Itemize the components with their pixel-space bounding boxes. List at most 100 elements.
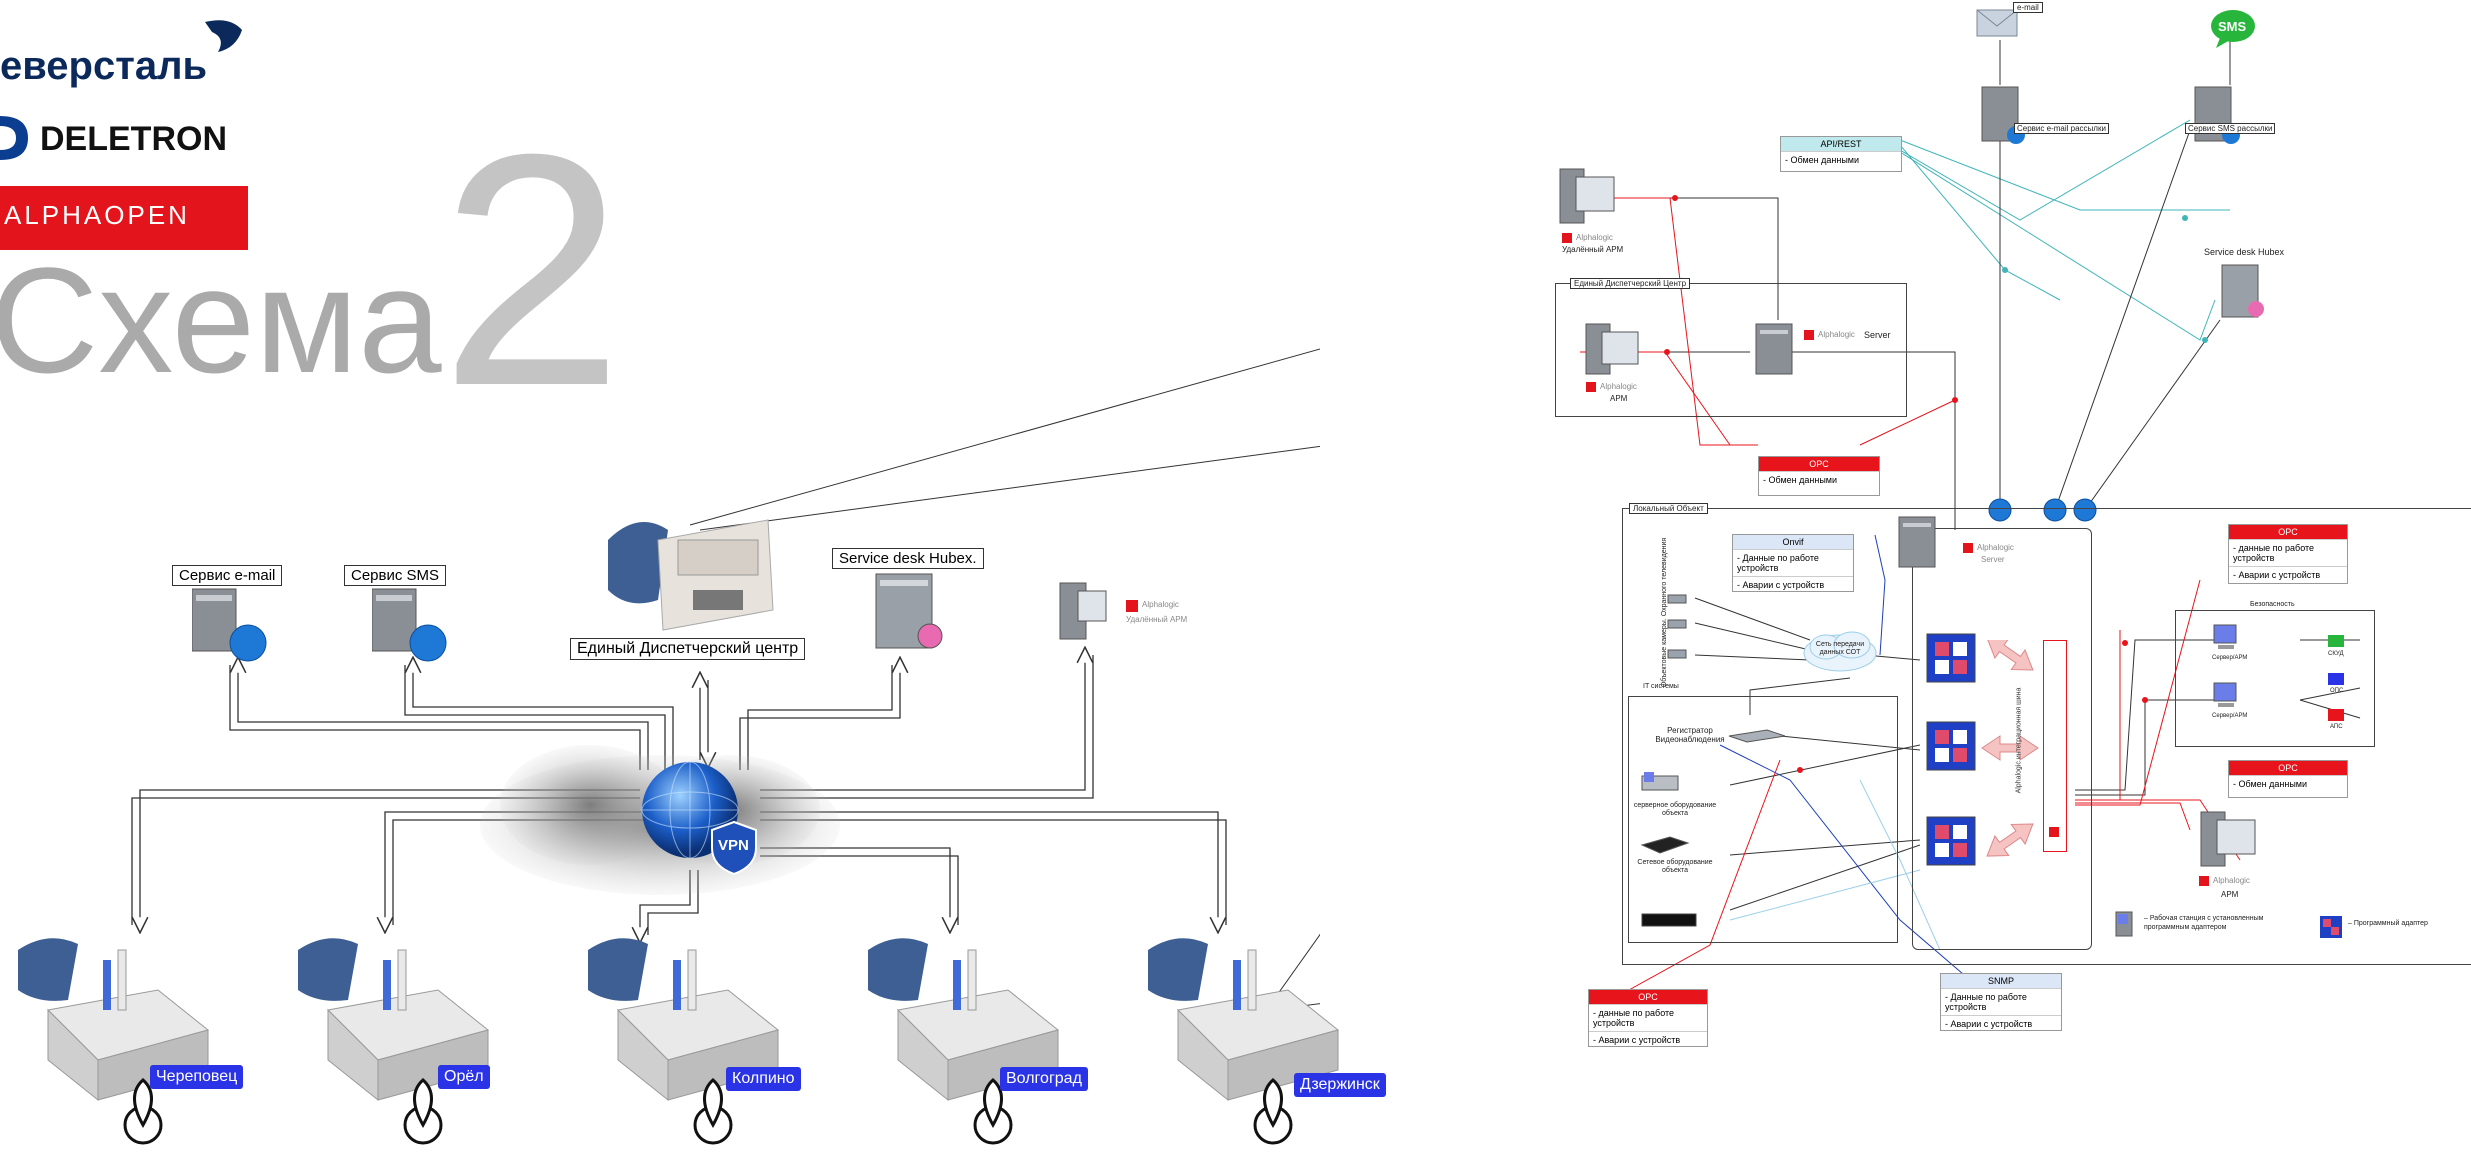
email-service-node: Сервис e-mail bbox=[172, 565, 292, 665]
opc-top-card: OPC - Обмен данными bbox=[1758, 456, 1880, 496]
right-remote-apm: Alphalogic Удалённый АРМ bbox=[1558, 165, 1668, 255]
server-icon bbox=[1898, 516, 1936, 568]
opc-bottom-row-2: - Аварии с устройств bbox=[1589, 1031, 1707, 1048]
left-remote-apm-brand: Alphalogic bbox=[1142, 600, 1179, 609]
edc-title: Единый Диспетчерский Центр bbox=[1570, 278, 1691, 289]
rack-device-icon bbox=[1641, 913, 1697, 927]
local-server-brand: Alphalogic bbox=[1977, 543, 2014, 552]
legend: – Рабочая станция с установленным програ… bbox=[2112, 910, 2467, 955]
opc-right-top-card: OPC - данные по работе устройств - Авари… bbox=[2228, 524, 2348, 584]
title-number: 2 bbox=[440, 85, 624, 454]
dvr-icon bbox=[1728, 729, 1786, 743]
workstation-icon bbox=[2213, 682, 2237, 707]
server-column-box bbox=[1912, 528, 2092, 950]
api-rest-title: API/REST bbox=[1781, 137, 1901, 151]
vpn-shield: VPN bbox=[710, 820, 758, 876]
service-desk-hubex-label: Service desk Hubex bbox=[2204, 247, 2285, 257]
legend-adapter: – Программный адаптер bbox=[2348, 920, 2428, 927]
workstation-icon bbox=[2200, 811, 2256, 867]
deletron-logo: DELETRON bbox=[0, 110, 240, 170]
sms-service-node: Сервис SMS bbox=[344, 565, 464, 665]
envelope-icon bbox=[1976, 9, 2018, 37]
apm-right: Alphalogic АРМ bbox=[2195, 808, 2305, 903]
snmp-title: SNMP bbox=[1941, 974, 2061, 988]
integration-bus-label: Alphalogic интеграционная шина bbox=[2015, 687, 2023, 794]
city-label-kolpino: Колпино bbox=[726, 1067, 801, 1091]
factory-dzerzhinsk: Дзержинск bbox=[1138, 930, 1398, 1155]
video-registrar: Регистратор Видеонаблюдения bbox=[1655, 720, 1815, 760]
sms-bubble: SMS bbox=[2208, 8, 2258, 48]
opc-top-row: - Обмен данными bbox=[1759, 471, 1879, 488]
server-icon bbox=[1755, 323, 1793, 375]
server-equipment-icon bbox=[1641, 772, 1679, 791]
opc-right-mid-title: OPC bbox=[2229, 761, 2347, 775]
factory-orel: Орёл bbox=[288, 930, 528, 1155]
integration-bus: Alphalogic интеграционная шина bbox=[2015, 640, 2067, 852]
snmp-row-2: - Аварии с устройств bbox=[1941, 1015, 2061, 1032]
alphalogic-icon bbox=[2049, 827, 2059, 837]
cameras-group: Объектовые камеры. Охранного телевидения bbox=[1628, 538, 1718, 687]
opc-bottom-row-1: - данные по работе устройств bbox=[1589, 1004, 1707, 1031]
onvif-row-2: - Аварии с устройств bbox=[1733, 576, 1853, 593]
server-icon bbox=[2221, 264, 2264, 318]
security-label-5: АПС bbox=[2330, 724, 2343, 730]
workstation-legend-icon bbox=[2115, 911, 2133, 937]
security-label-2: Сервер/АРМ bbox=[2212, 713, 2248, 719]
factory-volgograd: Волгоград bbox=[858, 930, 1098, 1155]
it-systems-box: IT системы bbox=[1628, 683, 1898, 943]
network-equipment: Сетевое оборудование объекта bbox=[1630, 835, 1730, 885]
security-title: Безопасность bbox=[2250, 601, 2295, 608]
dispatch-center-node: Единый Диспетчерский центр bbox=[548, 510, 838, 665]
it-systems-title: IT системы bbox=[1643, 683, 1679, 690]
service-desk-node: Service desk Hubex. bbox=[832, 548, 1002, 668]
adapter-legend-icon bbox=[2320, 916, 2342, 938]
adapter-puzzle-icon bbox=[1926, 633, 1976, 683]
alphalogic-icon bbox=[2199, 876, 2209, 886]
onvif-card: Onvif - Данные по работе устройств - Ава… bbox=[1732, 534, 1854, 592]
email-service-label: Сервис e-mail bbox=[172, 565, 283, 586]
right-remote-apm-label: Удалённый АРМ bbox=[1562, 245, 1624, 254]
local-object-title: Локальный Объект bbox=[1629, 503, 1708, 514]
factory-cherepovets: Череповец bbox=[8, 930, 248, 1155]
workstation-icon bbox=[1585, 323, 1639, 375]
server-icon bbox=[2194, 86, 2240, 144]
server-icon bbox=[1981, 86, 2025, 144]
factory-icon bbox=[588, 938, 780, 1145]
opc-right-mid-row: - Обмен данными bbox=[2229, 775, 2347, 792]
severstal-emblem-icon bbox=[205, 20, 242, 52]
opc-right-top-row-1: - данные по работе устройств bbox=[2229, 539, 2347, 566]
shield-icon bbox=[711, 820, 757, 876]
service-desk-label: Service desk Hubex. bbox=[832, 548, 984, 569]
opc-top-title: OPC bbox=[1759, 457, 1879, 471]
sms-bubble-icon bbox=[2211, 10, 2255, 48]
edc-server-brand: Alphalogic bbox=[1818, 330, 1855, 339]
service-desk-hubex-right: Service desk Hubex bbox=[2200, 245, 2300, 335]
api-rest-card: API/REST - Обмен данными bbox=[1780, 136, 1902, 172]
fire-alarm-icon bbox=[2328, 673, 2344, 685]
workstation-icon bbox=[1559, 168, 1615, 224]
edc-apm: Alphalogic АРМ bbox=[1584, 320, 1664, 410]
right-remote-apm-brand: Alphalogic bbox=[1576, 233, 1613, 242]
security-label-3: СКУД bbox=[2328, 651, 2344, 657]
security-label-1: Сервер/АРМ bbox=[2212, 655, 2248, 661]
deletron-text: DELETRON bbox=[40, 120, 227, 158]
apm-right-brand: Alphalogic bbox=[2213, 876, 2250, 885]
server-globe-icon bbox=[372, 588, 447, 662]
severstal-text: еверсталь bbox=[0, 44, 208, 88]
local-server-label: Server bbox=[1981, 555, 2005, 564]
alphalogic-icon bbox=[1963, 543, 1973, 553]
local-object-box: Локальный Объект bbox=[1622, 503, 2471, 965]
snmp-card: SNMP - Данные по работе устройств - Авар… bbox=[1940, 973, 2062, 1031]
edc-server-label: Server bbox=[1864, 330, 1891, 340]
page-title: 2 Схема bbox=[0, 85, 640, 454]
opc-right-mid-card: OPC - Обмен данными bbox=[2228, 760, 2348, 798]
left-remote-apm-node: Alphalogic Удалённый АРМ bbox=[1058, 575, 1218, 655]
severstal-logo: еверсталь bbox=[0, 8, 250, 88]
edc-server: Alphalogic Server bbox=[1754, 322, 1894, 382]
alphalogic-icon bbox=[1586, 382, 1596, 392]
factory-icon bbox=[1148, 938, 1340, 1145]
legend-workstation: – Рабочая станция с установленным програ… bbox=[2144, 915, 2264, 931]
city-label-orel: Орёл bbox=[438, 1065, 490, 1089]
factory-icon bbox=[868, 938, 1060, 1145]
local-server: Alphalogic Server bbox=[1897, 515, 2027, 575]
